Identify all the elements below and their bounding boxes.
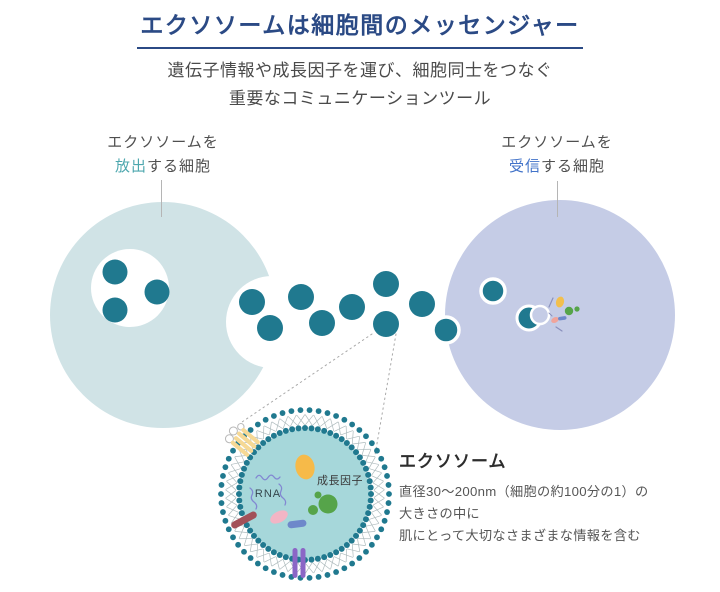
growth-factor-blob <box>295 454 315 480</box>
receiver-cell-circle <box>445 200 675 430</box>
sender-rest: する細胞 <box>147 158 212 175</box>
growth-factor-label: 成長因子 <box>317 474 363 487</box>
caption-line-1: 直径30〜200nm（細胞の約100分の1）の <box>399 484 649 499</box>
sender-highlight: 放出 <box>114 158 147 175</box>
transmembrane-protein-yellow <box>224 423 260 457</box>
rna-label: RNA <box>255 488 281 500</box>
sender-cell-label: エクソソームを 放出する細胞 <box>53 131 273 179</box>
membrane-inner-bead-ring <box>236 425 374 563</box>
exosome-detail: RNA 成長因子 <box>218 407 392 581</box>
subtitle-line-1: 遺伝子情報や成長因子を運び、細胞同士をつなぐ <box>167 61 553 80</box>
exosome-dot-chain <box>239 271 507 345</box>
receiver-rest: する細胞 <box>541 158 606 175</box>
pink-particle <box>270 510 288 524</box>
rna-squiggles <box>249 474 287 510</box>
released-cargo-particles <box>548 296 580 332</box>
receiver-cell-label-line1: エクソソームを <box>501 134 613 151</box>
magnifier-dashed-lines <box>241 333 397 456</box>
page-title: エクソソームは細胞間のメッセンジャー <box>0 6 720 49</box>
vesicle-exosome-dots <box>102 259 170 323</box>
subtitle-line-2: 重要なコミュニケーションツール <box>228 89 492 108</box>
green-particles <box>308 491 338 515</box>
membrane-protein-maroon-rod <box>231 511 257 529</box>
blue-particle <box>287 519 307 529</box>
receiver-cell-label-line2: 受信する細胞 <box>447 155 667 179</box>
page-title-text: エクソソームは細胞間のメッセンジャー <box>137 6 583 49</box>
sender-cell-label-line2: 放出する細胞 <box>53 155 273 179</box>
sender-label-connector-line <box>161 180 162 217</box>
fusing-exosome-crescent <box>515 304 551 332</box>
sender-cell-label-line1: エクソソームを <box>107 134 219 151</box>
receiver-highlight: 受信 <box>508 158 541 175</box>
receiver-cell-label: エクソソームを 受信する細胞 <box>447 131 667 179</box>
receiver-label-connector-line <box>557 181 558 217</box>
caption-heading: エクソソーム <box>399 452 507 471</box>
exosome-caption: エクソソーム 直径30〜200nm（細胞の約100分の1）の 大きさの中に 肌に… <box>399 447 714 547</box>
membrane-protein-purple-channel <box>292 548 306 578</box>
caption-line-2: 大きさの中に <box>399 506 480 521</box>
exosome-inner-disc <box>240 429 370 559</box>
caption-line-3: 肌にとって大切なさまざまな情報を含む <box>399 528 641 543</box>
subtitle: 遺伝子情報や成長因子を運び、細胞同士をつなぐ 重要なコミュニケーションツール <box>0 57 720 113</box>
